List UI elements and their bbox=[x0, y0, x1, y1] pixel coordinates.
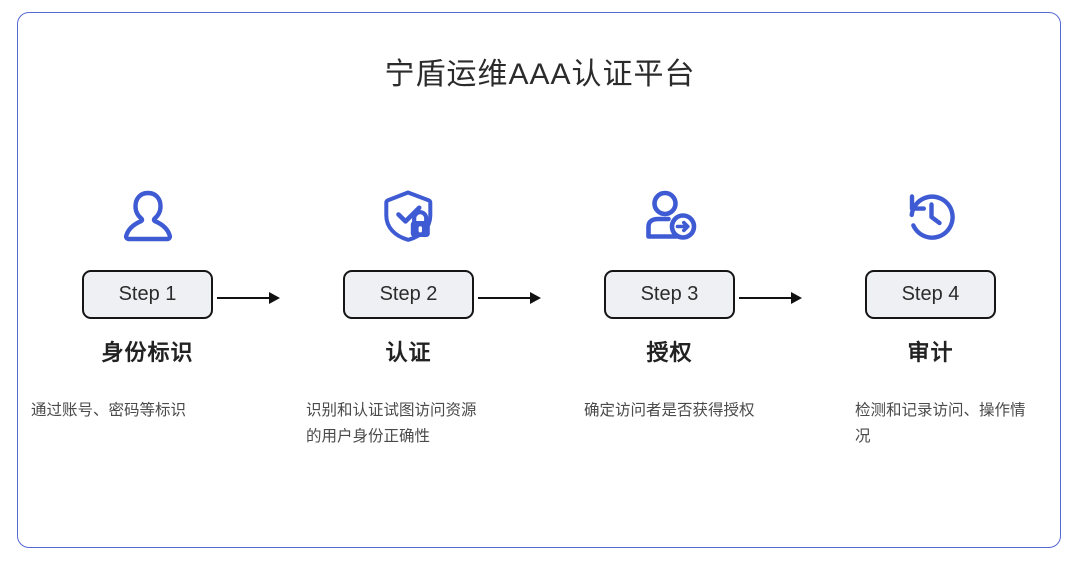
arrow-connector-1 bbox=[217, 292, 283, 304]
step-heading-1: 身份标识 bbox=[101, 340, 194, 365]
arrow-head bbox=[269, 292, 280, 304]
arrow-connector-2 bbox=[478, 292, 544, 304]
step-column-4: Step 4 审计 检测和记录访问、操作情况 bbox=[800, 180, 1061, 520]
arrow-shaft bbox=[217, 297, 273, 300]
arrow-head bbox=[530, 292, 541, 304]
step-box-label-2: Step 2 bbox=[379, 283, 438, 305]
arrow-head bbox=[791, 292, 802, 304]
step-box-4[interactable]: Step 4 bbox=[865, 270, 996, 319]
clock-history-icon bbox=[800, 185, 1061, 247]
step-box-2[interactable]: Step 2 bbox=[343, 270, 474, 319]
step-heading-2: 认证 bbox=[385, 340, 432, 365]
step-description-4: 检测和记录访问、操作情况 bbox=[855, 402, 1026, 445]
step-box-label-3: Step 3 bbox=[640, 283, 699, 305]
shield-check-lock-icon bbox=[278, 185, 539, 247]
step-column-3: Step 3 授权 确定访问者是否获得授权 bbox=[539, 180, 802, 520]
step-description-3: 确定访问者是否获得授权 bbox=[584, 402, 755, 419]
step-column-1: Step 1 身份标识 通过账号、密码等标识 bbox=[17, 180, 280, 520]
step-heading-4: 审计 bbox=[907, 340, 954, 365]
page-title: 宁盾运维AAA认证平台 bbox=[384, 58, 696, 91]
arrow-connector-3 bbox=[739, 292, 805, 304]
step-box-3[interactable]: Step 3 bbox=[604, 270, 735, 319]
step-description-2: 识别和认证试图访问资源的用户身份正确性 bbox=[306, 402, 477, 445]
step-description-1: 通过账号、密码等标识 bbox=[31, 402, 187, 419]
arrow-shaft bbox=[478, 297, 534, 300]
step-box-1[interactable]: Step 1 bbox=[82, 270, 213, 319]
user-access-grant-icon bbox=[539, 185, 800, 247]
user-silhouette-icon bbox=[17, 185, 278, 247]
step-heading-3: 授权 bbox=[646, 340, 693, 365]
step-box-label-4: Step 4 bbox=[901, 283, 960, 305]
step-column-2: Step 2 认证 识别和认证试图访问资源的用户身份正确性 bbox=[278, 180, 541, 520]
arrow-shaft bbox=[739, 297, 795, 300]
steps-row: Step 1 身份标识 通过账号、密码等标识 Step 2 bbox=[17, 180, 1061, 520]
step-box-label-1: Step 1 bbox=[118, 283, 177, 305]
